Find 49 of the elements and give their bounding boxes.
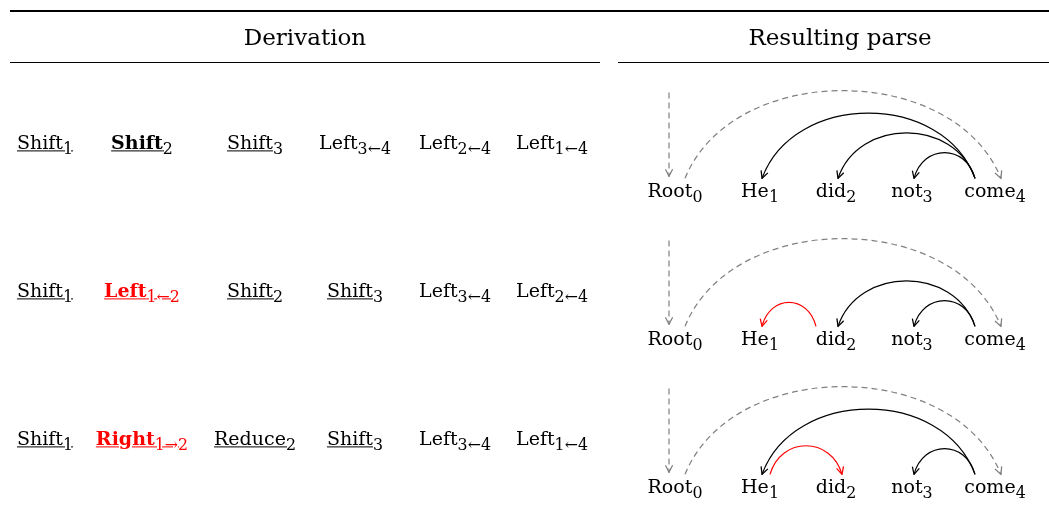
- dependency-arc: [760, 301, 817, 328]
- dependency-arc: [837, 280, 976, 328]
- dependency-arc: [684, 238, 1002, 328]
- dependency-arc: [761, 408, 976, 476]
- word-token: not$_{3}$: [891, 180, 933, 206]
- transition-action: Left$_{1←2}$: [104, 280, 180, 306]
- word-token: not$_{3}$: [891, 476, 933, 502]
- transition-action: Shift$_{3}$: [326, 428, 384, 454]
- transition-action: Shift$_{1}$: [16, 428, 74, 454]
- word-token: did$_{2}$: [815, 328, 857, 354]
- transition-action: Shift$_{1}$: [16, 132, 74, 158]
- transition-action: Shift$_{3}$: [326, 280, 384, 306]
- word-token: come$_{4}$: [964, 476, 1026, 502]
- transition-action: Left$_{3←4}$: [419, 280, 491, 306]
- transition-action: Left$_{1←4}$: [516, 428, 588, 454]
- word-token: He$_{1}$: [741, 476, 779, 502]
- dependency-arc: [769, 445, 844, 476]
- dependency-arc: [912, 448, 976, 476]
- word-token: Root$_{0}$: [647, 328, 703, 354]
- transition-action: Shift$_{3}$: [226, 132, 284, 158]
- word-token: come$_{4}$: [964, 180, 1026, 206]
- dependency-arc: [912, 300, 976, 328]
- transition-action: Left$_{2←4}$: [419, 132, 491, 158]
- word-token: He$_{1}$: [741, 328, 779, 354]
- column-header: Resulting parse: [748, 25, 932, 51]
- word-token: did$_{2}$: [815, 180, 857, 206]
- transition-action: Shift$_{1}$: [16, 280, 74, 306]
- word-token: did$_{2}$: [815, 476, 857, 502]
- transition-action: Left$_{2←4}$: [516, 280, 588, 306]
- word-token: He$_{1}$: [741, 180, 779, 206]
- dependency-arc: [684, 386, 1002, 476]
- transition-action: Left$_{3←4}$: [319, 132, 391, 158]
- dependency-arc: [684, 90, 1002, 180]
- transition-action: Right$_{1→2}$: [95, 428, 189, 454]
- word-token: Root$_{0}$: [647, 180, 703, 206]
- transition-action: Shift$_{2}$: [226, 280, 284, 306]
- word-token: not$_{3}$: [891, 328, 933, 354]
- dependency-arc: [837, 132, 976, 180]
- dependency-arc: [664, 91, 674, 178]
- dependency-arc: [664, 239, 674, 326]
- word-token: come$_{4}$: [964, 328, 1026, 354]
- transition-action: Left$_{3←4}$: [419, 428, 491, 454]
- column-header: Derivation: [243, 25, 367, 51]
- word-token: Root$_{0}$: [647, 476, 703, 502]
- transition-action: Reduce$_{2}$: [214, 428, 296, 454]
- transition-action: Left$_{1←4}$: [516, 132, 588, 158]
- transition-action: Shift$_{2}$: [111, 132, 173, 158]
- dependency-arc: [912, 152, 976, 180]
- dependency-arc: [664, 387, 674, 474]
